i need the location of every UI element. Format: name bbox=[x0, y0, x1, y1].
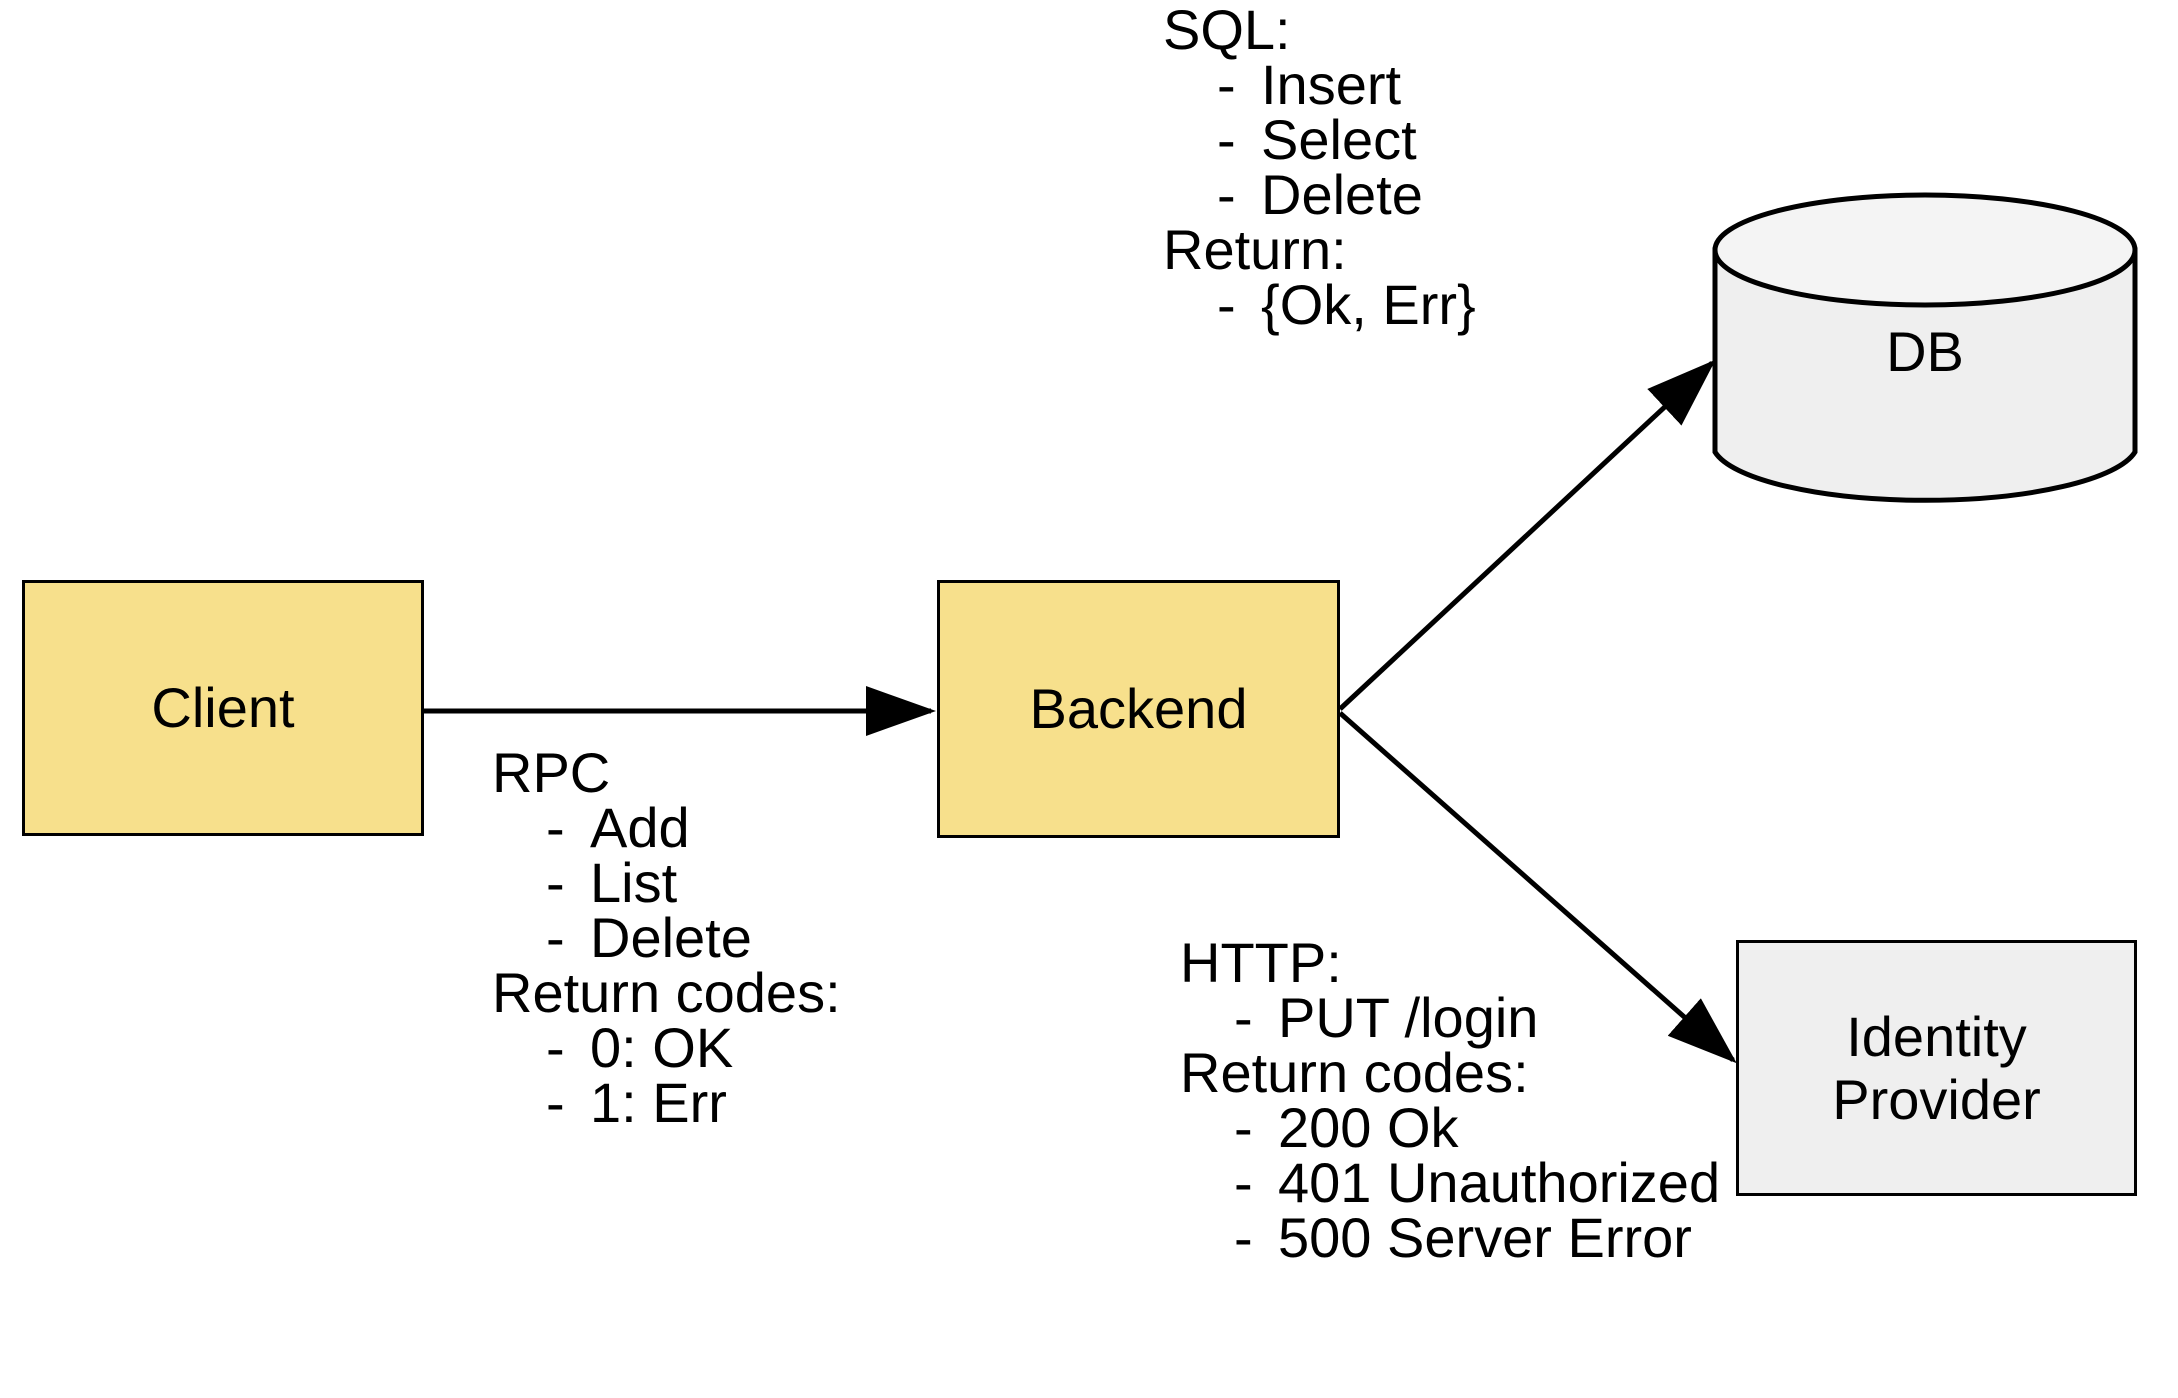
annotation-rpc-item: -Delete bbox=[492, 906, 841, 969]
annotation-sql-item-label: Delete bbox=[1261, 163, 1423, 226]
node-backend-label: Backend bbox=[1029, 677, 1248, 741]
bullet-dash-icon: - bbox=[1217, 163, 1236, 226]
node-identity-provider-label-line1: Identity bbox=[1846, 1004, 2027, 1068]
edge-backend-to-db bbox=[1338, 359, 1716, 711]
annotation-rpc-return-item: -0: OK bbox=[492, 1016, 841, 1079]
annotation-http-return-label: 401 Unauthorized bbox=[1278, 1151, 1721, 1214]
annotation-rpc-item-label: List bbox=[590, 851, 678, 914]
annotation-rpc-item: -List bbox=[492, 851, 841, 914]
annotation-sql-item: -Select bbox=[1163, 108, 1476, 171]
annotation-rpc-item-label: Add bbox=[590, 796, 690, 859]
annotation-http: HTTP: -PUT /login Return codes: -200 Ok … bbox=[1180, 931, 1720, 1269]
node-db[interactable]: DB bbox=[1712, 192, 2138, 510]
node-identity-provider[interactable]: Identity Provider bbox=[1736, 940, 2137, 1196]
node-client-label: Client bbox=[151, 676, 295, 740]
annotation-http-return-label: 200 Ok bbox=[1278, 1096, 1459, 1159]
bullet-dash-icon: - bbox=[546, 851, 565, 914]
node-backend[interactable]: Backend bbox=[937, 580, 1340, 838]
bullet-dash-icon: - bbox=[1234, 986, 1253, 1049]
annotation-http-heading: HTTP: bbox=[1180, 931, 1342, 994]
annotation-http-item-label: PUT /login bbox=[1278, 986, 1539, 1049]
annotation-rpc-return-label: 1: Err bbox=[590, 1071, 727, 1134]
bullet-dash-icon: - bbox=[1217, 273, 1236, 336]
annotation-sql: SQL: -Insert -Select -Delete Return: -{O… bbox=[1163, 0, 1476, 336]
annotation-http-returns-heading: Return codes: bbox=[1180, 1041, 1529, 1104]
annotation-http-return-label: 500 Server Error bbox=[1278, 1206, 1692, 1269]
bullet-dash-icon: - bbox=[1234, 1151, 1253, 1214]
bullet-dash-icon: - bbox=[1234, 1096, 1253, 1159]
annotation-sql-returns-heading: Return: bbox=[1163, 218, 1347, 281]
annotation-rpc-item: -Add bbox=[492, 796, 841, 859]
annotation-rpc-heading: RPC bbox=[492, 741, 611, 804]
database-cylinder-icon bbox=[1712, 192, 2138, 503]
annotation-sql-heading: SQL: bbox=[1163, 0, 1291, 61]
annotation-http-return-item: -500 Server Error bbox=[1180, 1206, 1720, 1269]
node-db-label-wrap: DB bbox=[1712, 192, 2138, 510]
node-client[interactable]: Client bbox=[22, 580, 424, 836]
bullet-dash-icon: - bbox=[546, 796, 565, 859]
bullet-dash-icon: - bbox=[546, 906, 565, 969]
annotation-rpc-returns-heading: Return codes: bbox=[492, 961, 841, 1024]
annotation-sql-item: -Insert bbox=[1163, 53, 1476, 116]
node-identity-provider-label: Identity Provider bbox=[1832, 1005, 2041, 1132]
annotation-rpc-item-label: Delete bbox=[590, 906, 752, 969]
annotation-rpc-return-item: -1: Err bbox=[492, 1071, 841, 1134]
bullet-dash-icon: - bbox=[1217, 53, 1236, 116]
bullet-dash-icon: - bbox=[546, 1071, 565, 1134]
annotation-sql-item-label: Insert bbox=[1261, 53, 1402, 116]
annotation-http-return-item: -200 Ok bbox=[1180, 1096, 1720, 1159]
bullet-dash-icon: - bbox=[1234, 1206, 1253, 1269]
annotation-http-item: -PUT /login bbox=[1180, 986, 1720, 1049]
node-db-label: DB bbox=[1886, 319, 1964, 383]
bullet-dash-icon: - bbox=[546, 1016, 565, 1079]
annotation-http-return-item: -401 Unauthorized bbox=[1180, 1151, 1720, 1214]
annotation-sql-item-label: Select bbox=[1261, 108, 1417, 171]
node-identity-provider-label-line2: Provider bbox=[1832, 1068, 2041, 1131]
annotation-rpc-return-label: 0: OK bbox=[590, 1016, 734, 1079]
annotation-rpc: RPC -Add -List -Delete Return codes: -0:… bbox=[492, 741, 841, 1134]
annotation-sql-return-item: -{Ok, Err} bbox=[1163, 273, 1476, 336]
bullet-dash-icon: - bbox=[1217, 108, 1236, 171]
annotation-sql-return-label: {Ok, Err} bbox=[1261, 273, 1476, 336]
annotation-sql-item: -Delete bbox=[1163, 163, 1476, 226]
